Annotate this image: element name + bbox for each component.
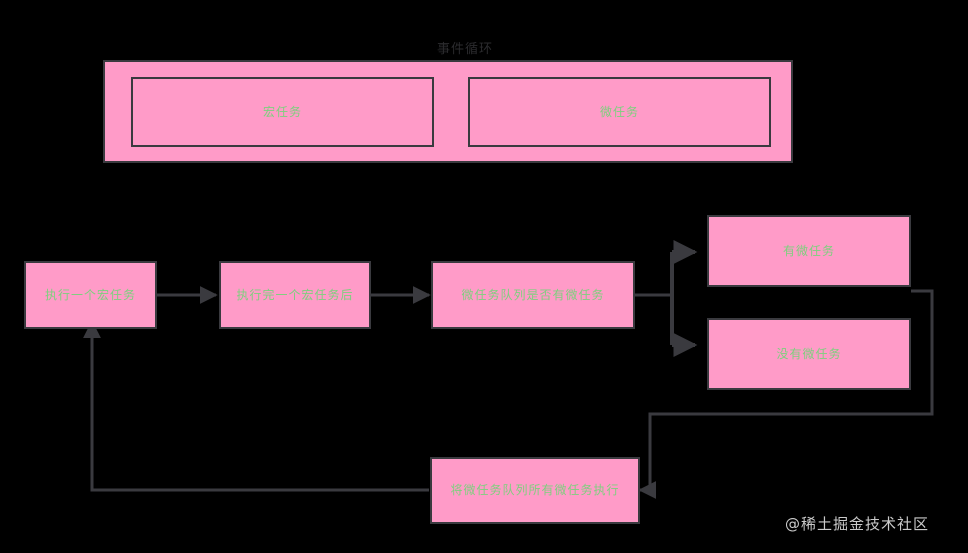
flow-step-1-label: 执行一个宏任务 xyxy=(44,287,136,302)
flow-step-check-microtask-queue[interactable]: 微任务队列是否有微任务 xyxy=(431,261,635,329)
diagram-title: 事件循环 xyxy=(437,42,494,57)
macrotask-label: 宏任务 xyxy=(262,104,302,119)
branch-no-microtask[interactable]: 没有微任务 xyxy=(707,318,911,390)
branch-no-microtask-label: 没有微任务 xyxy=(776,346,842,361)
branch-has-microtask[interactable]: 有微任务 xyxy=(707,215,911,287)
task-queue-container: 宏任务 微任务 xyxy=(103,60,793,163)
microtask-box[interactable]: 微任务 xyxy=(468,77,771,147)
macrotask-box[interactable]: 宏任务 xyxy=(131,77,434,147)
edge-no-to-loop xyxy=(911,365,932,414)
flow-step-2-label: 执行完一个宏任务后 xyxy=(236,287,354,302)
flow-step-after-macrotask[interactable]: 执行完一个宏任务后 xyxy=(219,261,371,329)
flow-step-3-label: 微任务队列是否有微任务 xyxy=(461,287,605,302)
edge-drain-to-step1 xyxy=(83,320,429,492)
branch-has-microtask-label: 有微任务 xyxy=(782,243,835,258)
flow-step-drain-label: 将微任务队列所有微任务执行 xyxy=(450,483,620,498)
flow-step-execute-macrotask[interactable]: 执行一个宏任务 xyxy=(24,261,157,329)
flow-step-drain-microtasks[interactable]: 将微任务队列所有微任务执行 xyxy=(430,457,640,524)
microtask-label: 微任务 xyxy=(599,104,639,119)
watermark: @稀土掘金技术社区 xyxy=(785,515,930,533)
